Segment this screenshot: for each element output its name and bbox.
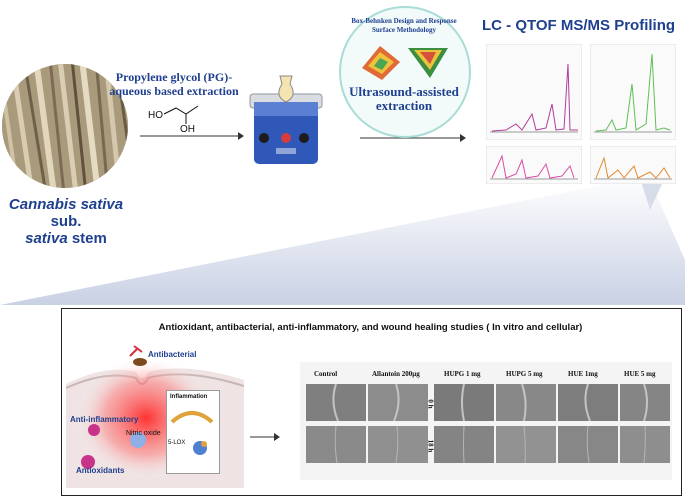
box-behnken-title: Box-Behnken Design and Response Surface …	[351, 17, 457, 34]
column-label-control: Control	[314, 370, 338, 378]
stem-subspecies-rest: stem	[67, 230, 107, 247]
process-arrow-3	[250, 433, 280, 441]
stem-species-italic: Cannabis sativa	[8, 196, 124, 213]
nitric-oxide-label: Nitric oxide	[126, 430, 161, 437]
wound-image-hupg1-0h	[434, 384, 494, 421]
column-label-hupg-1: HUPG 1 mg	[444, 370, 481, 378]
column-label-hupg-5: HUPG 5 mg	[506, 370, 543, 378]
chromatogram-panel-1	[486, 44, 582, 140]
response-surface-plots	[362, 46, 448, 80]
inflammation-label: Inflammation	[170, 394, 208, 400]
cannabis-stem-photo	[2, 64, 128, 188]
stem-subspecies-italic: sativa	[25, 230, 68, 247]
stem-caption: Cannabis sativa sub. sativa stem	[0, 196, 132, 247]
pg-extraction-label: Propylene glycol (PG)-aqueous based extr…	[109, 70, 239, 98]
wound-image-control-0h	[306, 384, 366, 421]
column-label-hue-5: HUE 5 mg	[624, 370, 656, 378]
wound-image-hupg5-0h	[496, 384, 556, 421]
column-label-allantoin: Allantoin 200μg	[372, 370, 420, 378]
wound-image-hue1-0h	[558, 384, 618, 421]
chromatogram-panel-2	[590, 44, 676, 140]
wound-image-hue1-18h	[558, 426, 618, 463]
wound-image-control-18h	[306, 426, 366, 463]
antioxidants-label: Antioxidants	[76, 466, 125, 475]
wound-image-allantoin-18h	[368, 426, 428, 463]
hydroxyl-label-right: OH	[180, 124, 195, 135]
wound-image-hue5-18h	[620, 426, 670, 463]
ultrasonic-bath-icon	[249, 75, 323, 164]
hydroxyl-label-left: HO	[148, 110, 163, 121]
anti-inflammatory-label: Anti-inflammatory	[70, 415, 139, 424]
stem-species-rest: sub.	[50, 213, 82, 230]
column-label-hue-1: HUE 1mg	[568, 370, 598, 378]
wound-image-hupg1-18h	[434, 426, 494, 463]
lc-qtof-title: LC - QTOF MS/MS Profiling	[482, 17, 676, 34]
propylene-glycol-structure	[163, 105, 199, 124]
process-arrow-2	[360, 134, 466, 142]
chromatogram-panel-3	[486, 146, 582, 184]
lox-label: 5-LOX	[168, 440, 186, 446]
ultrasound-extraction-label: Ultrasound-assisted extraction	[349, 84, 459, 113]
wound-image-allantoin-0h	[368, 384, 428, 421]
wound-image-hue5-0h	[620, 384, 670, 421]
process-arrow-1	[140, 132, 244, 140]
chromatogram-panel-4	[590, 146, 676, 184]
rsm-optimization-circle	[339, 6, 471, 138]
studies-title: Antioxidant, antibacterial, anti-inflamm…	[158, 322, 583, 333]
cell-membrane-icon	[170, 411, 214, 424]
antibacterial-label: Antibacterial	[148, 350, 197, 359]
inflammation-box	[166, 390, 220, 474]
antibacterial-inhibit-icon	[129, 345, 143, 357]
lox-enzyme-icon	[193, 441, 207, 455]
wound-image-hupg5-18h	[496, 426, 556, 463]
